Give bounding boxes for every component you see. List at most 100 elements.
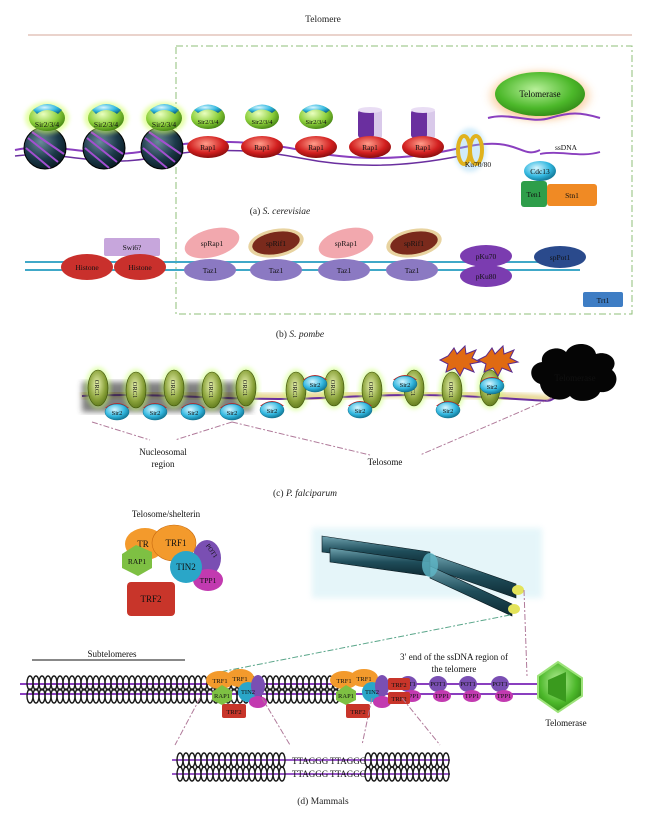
- sir-label-6: Sir2/3/4: [306, 119, 328, 126]
- tin2-mini-label: TIN2: [365, 689, 379, 696]
- orc1-label: ORC1: [291, 382, 298, 399]
- histone-2: Histone: [114, 254, 166, 280]
- sprif1-label-2: spRif1: [404, 239, 424, 248]
- telomerase-label-a: Telomerase: [519, 89, 560, 99]
- sir-label-2: Sir2/3/4: [94, 120, 118, 129]
- orc1-unit: ORC1: [233, 367, 259, 409]
- telosome-label: Telosome: [368, 457, 403, 467]
- pku80-label: pKu80: [476, 272, 497, 281]
- repeat-2: TTAGGG: [330, 756, 367, 766]
- sir2-unit: Sir2: [180, 403, 206, 421]
- caption-c: (c) P. falciparum: [273, 488, 337, 499]
- sir-label-3: Sir2/3/4: [152, 120, 176, 129]
- rap1-mini-label: RAP1: [214, 693, 230, 700]
- spiky-proteins: [438, 344, 520, 378]
- sir2-unit: Sir2: [392, 375, 418, 393]
- trf1-mini-label: TRF1: [232, 676, 247, 683]
- orc1-unit: ORC1: [199, 369, 225, 411]
- taz1-sprif1-2: spRif1 Taz1: [386, 228, 442, 281]
- rap1-mini-label: RAP1: [338, 693, 354, 700]
- sir2-label: Sir2: [188, 410, 199, 417]
- ssdna-strand: [539, 151, 601, 156]
- trt1-label: Trt1: [597, 296, 610, 305]
- swi6-label: Swi6?: [123, 243, 142, 252]
- panel-d: Telosome/shelterin TR TRF1 RAP1 POT1 TPP…: [20, 509, 587, 807]
- sir-label-1: Sir2/3/4: [35, 120, 59, 129]
- sprap1-label-2: spRap1: [335, 239, 358, 248]
- histone-label-1: Histone: [75, 263, 99, 272]
- ten1-label: Ten1: [527, 190, 542, 199]
- tr-label: TR: [137, 539, 149, 549]
- taz1-sprap1-2: spRap1 Taz1: [318, 227, 374, 281]
- ku-label: Ku70/80: [465, 160, 492, 169]
- sir2-label: Sir2: [150, 410, 161, 417]
- stn1-label: Stn1: [565, 191, 579, 200]
- sir2-label: Sir2: [227, 410, 238, 417]
- orc1-unit: ORC1: [359, 369, 385, 411]
- rap1-label-1: Rap1: [200, 143, 216, 152]
- caption-b: (b) S. pombe: [276, 329, 324, 340]
- ssdna-end-label-1: 3′ end of the ssDNA region of: [400, 652, 508, 662]
- orc1-group: ORC1ORC1ORC1ORC1ORC1ORC1ORC1ORC1ORC1ORC1…: [85, 367, 503, 411]
- panel-c: ORC1ORC1ORC1ORC1ORC1ORC1ORC1ORC1ORC1ORC1…: [81, 343, 617, 499]
- sir-label-4: Sir2/3/4: [198, 119, 220, 126]
- sppot1: spPot1: [534, 246, 586, 268]
- repeat-4: TTAGGG: [330, 769, 367, 779]
- orc1-label: ORC1: [169, 380, 176, 397]
- dna-strand-a2: [14, 149, 461, 167]
- ku70-80: Ku70/80: [454, 128, 491, 172]
- sppot1-label: spPot1: [550, 253, 571, 262]
- taz1-sprif1-1: spRif1 Taz1: [248, 228, 304, 281]
- tpp1-mini-label: TPP1: [465, 693, 479, 700]
- tpp1-mini-label: TPP1: [497, 693, 511, 700]
- rap1-sir-3: Sir2/3/4 Rap1: [295, 104, 337, 158]
- nucleosome-sir-3: Sir2/3/4: [140, 102, 186, 170]
- orc1-label: ORC1: [131, 382, 138, 399]
- sir2-label: Sir2: [310, 382, 321, 389]
- sir2-unit: Sir2: [142, 403, 168, 421]
- rap1-rif-1: Rap1: [349, 107, 391, 158]
- pot1-mini-label: POT1: [430, 681, 446, 688]
- trf1-label: TRF1: [165, 538, 186, 548]
- zoom-line-left: [219, 614, 511, 673]
- trf2-mini-label: TRF2: [226, 709, 241, 716]
- trt1-box: [583, 292, 623, 307]
- chromosome: [312, 528, 542, 617]
- trf2-mini-label: TRF2: [391, 682, 406, 689]
- telomerase-d: Telomerase: [537, 660, 587, 728]
- taz1-label-1: Taz1: [203, 266, 218, 275]
- sir2-unit: Sir2: [104, 403, 130, 421]
- chromatin-coils: [20, 675, 540, 704]
- orc1-label: ORC1: [207, 382, 214, 399]
- tpp1-label: TPP1: [200, 576, 217, 585]
- sir2-unit: Sir2: [259, 401, 285, 419]
- telomerase-a: Telomerase: [485, 68, 601, 124]
- nucleosome-sir-2: Sir2/3/4: [82, 102, 128, 170]
- ttaggg-coils: [172, 752, 450, 782]
- rap1-label-5: Rap1: [415, 143, 431, 152]
- panel-b: Swi6? Histone Histone spRap1 Taz1 spRif1…: [25, 227, 623, 340]
- orc1-label: ORC1: [329, 380, 336, 397]
- orc1-unit: ORC1: [85, 367, 111, 409]
- shelterin-complex: TR TRF1 RAP1 POT1 TPP1 TRF2 TIN2: [122, 524, 223, 616]
- zoom-right-tt: [361, 697, 441, 746]
- shelterin-title: Telosome/shelterin: [132, 509, 201, 519]
- sir2-unit: Sir2: [219, 403, 245, 421]
- trf1-mini-label: TRF1: [336, 678, 351, 685]
- orc1-unit: ORC1: [321, 367, 347, 409]
- subtelomere-label: Subtelomeres: [88, 649, 137, 659]
- orc1-label: ORC1: [241, 380, 248, 397]
- sprap1-label-1: spRap1: [201, 239, 224, 248]
- tin2-mini-label: TIN2: [241, 689, 255, 696]
- pot1-mini-label: POT1: [460, 681, 476, 688]
- nucleosomal-bracket: [91, 421, 233, 441]
- histone-1: Histone: [61, 254, 113, 280]
- rap1-rif-2: Rap1: [402, 107, 444, 158]
- trf2-mini-label: TRF2: [350, 709, 365, 716]
- telomerase-label-d: Telomerase: [545, 718, 586, 728]
